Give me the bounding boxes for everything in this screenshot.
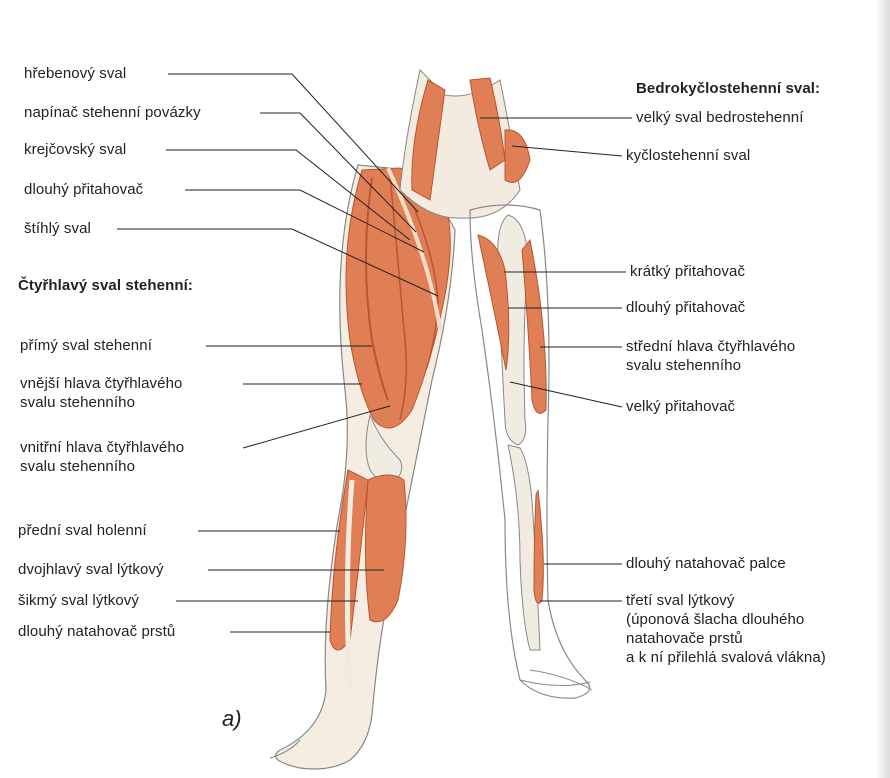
label-velky-pritahovac: velký přitahovač [626,397,735,416]
right-leg [470,205,592,698]
label-napinac-stehenni-povazky: napínač stehenní povázky [24,103,201,122]
heading-ctyrhlavy-sval: Čtyřhlavý sval stehenní: [18,276,193,295]
label-dlouhy-pritahovac-right: dlouhý přitahovač [626,298,745,317]
label-sikmy-sval-lytkovy: šikmý sval lýtkový [18,591,139,610]
label-vnejsi-hlava: vnější hlava čtyřhlavého svalu stehenníh… [20,374,183,412]
label-treti-sval-lytkovy: třetí sval lýtkový (úponová šlacha dlouh… [626,591,826,667]
label-vnitrni-hlava: vnitřní hlava čtyřhlavého svalu stehenní… [20,438,184,476]
label-krejcovsky-sval: krejčovský sval [24,140,126,159]
label-primy-sval-stehenni: přímý sval stehenní [20,336,152,355]
label-kratky-pritahovac: krátký přitahovač [630,262,745,281]
label-kyclostehenni-sval: kyčlostehenní sval [626,146,750,165]
label-hrebenovy-sval: hřebenový sval [24,64,126,83]
label-dlouhy-natahovac-prstu: dlouhý natahovač prstů [18,622,175,641]
label-dlouhy-pritahovac-left: dlouhý přitahovač [24,180,143,199]
figure-caption: a) [222,706,242,732]
label-dlouhy-natahovac-palce: dlouhý natahovač palce [626,554,786,573]
label-predni-sval-holenni: přední sval holenní [18,521,147,540]
left-leg [270,165,455,769]
label-stredni-hlava: střední hlava čtyřhlavého svalu stehenní… [626,337,795,375]
pelvis [400,70,530,218]
heading-bedrokyclostehenni-sval: Bedrokyčlostehenní sval: [636,79,820,98]
label-dvojhlavy-sval-lytkovy: dvojhlavý sval lýtkový [18,560,164,579]
label-stihly-sval: štíhlý sval [24,219,91,238]
label-velky-sval-bedrostehenni: velký sval bedrostehenní [636,108,804,127]
